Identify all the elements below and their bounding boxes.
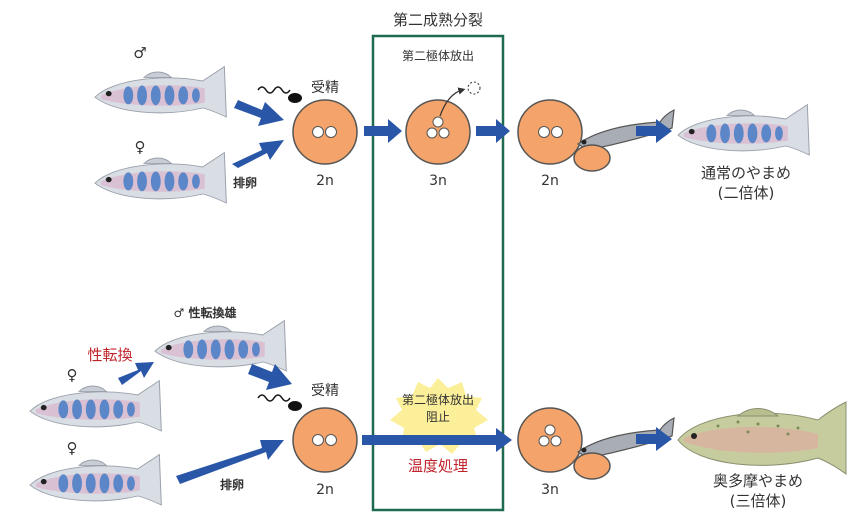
block-label-line2: 阻止 (426, 410, 450, 424)
sperm-bottom (257, 394, 291, 402)
polar-body-label: 第二極体放出 (402, 48, 474, 63)
ploidy-zygote-top: 2n (316, 173, 334, 189)
arrow-male-to-egg-bottom (248, 364, 292, 390)
result-name-bottom: 奥多摩やまめ (713, 472, 803, 490)
arrow-to-result-bottom (636, 427, 672, 451)
arrow-sex-reversal (118, 362, 154, 385)
ovulation-label-bottom: 排卵 (220, 477, 244, 492)
arrow-to-meiosis-top (364, 119, 402, 143)
stage-title: 第二成熟分裂 (393, 11, 483, 29)
sex-reversed-male-label: ♂ 性転換雄 (174, 305, 237, 320)
female-symbol-top: ♀ (135, 138, 146, 156)
egg-triploid-bottom (517, 407, 583, 473)
arrow-to-result-top (636, 119, 672, 143)
temperature-treatment-label: 温度処理 (408, 457, 468, 475)
sex-reversal-label: 性転換 (87, 346, 132, 364)
female-fish-top (94, 152, 227, 204)
ploidy-after-bottom: 3n (541, 482, 559, 498)
arrow-through-stage-bottom (362, 428, 512, 452)
ploidy-after-top: 2n (541, 173, 559, 189)
arrow-from-meiosis-top (476, 119, 510, 143)
female-fish-bottom-1 (29, 380, 162, 432)
male-fish-top (94, 66, 227, 118)
block-label-line1: 第二極体放出 (402, 392, 474, 407)
female-symbol-bottom-2: ♀ (67, 439, 78, 457)
sex-reversed-male-fish (154, 320, 287, 372)
result-fish-bottom (677, 401, 847, 475)
result-ploidy-bottom: (三倍体) (730, 492, 787, 510)
male-symbol-top: ♂ (133, 44, 146, 62)
ovulation-label-top: 排卵 (233, 175, 257, 190)
sperm-top (257, 86, 291, 94)
polar-body (467, 81, 481, 95)
female-symbol-bottom-1: ♀ (67, 366, 78, 384)
ploidy-meiosis-top: 3n (429, 173, 447, 189)
result-name-top: 通常のやまめ (701, 164, 791, 182)
fertilization-label-top: 受精 (311, 80, 339, 96)
fertilization-label-bottom: 受精 (311, 383, 339, 399)
arrow-male-to-egg-top (234, 100, 284, 126)
result-fish-top (677, 104, 810, 156)
arrow-female-to-egg-bottom (176, 440, 284, 484)
result-ploidy-top: (二倍体) (718, 184, 775, 202)
female-fish-bottom-2 (29, 454, 162, 506)
ploidy-zygote-bottom: 2n (316, 482, 334, 498)
arrow-female-to-egg-top (232, 140, 284, 168)
meiosis-stage-box (371, 34, 505, 512)
egg-meiosis-top (405, 99, 471, 165)
